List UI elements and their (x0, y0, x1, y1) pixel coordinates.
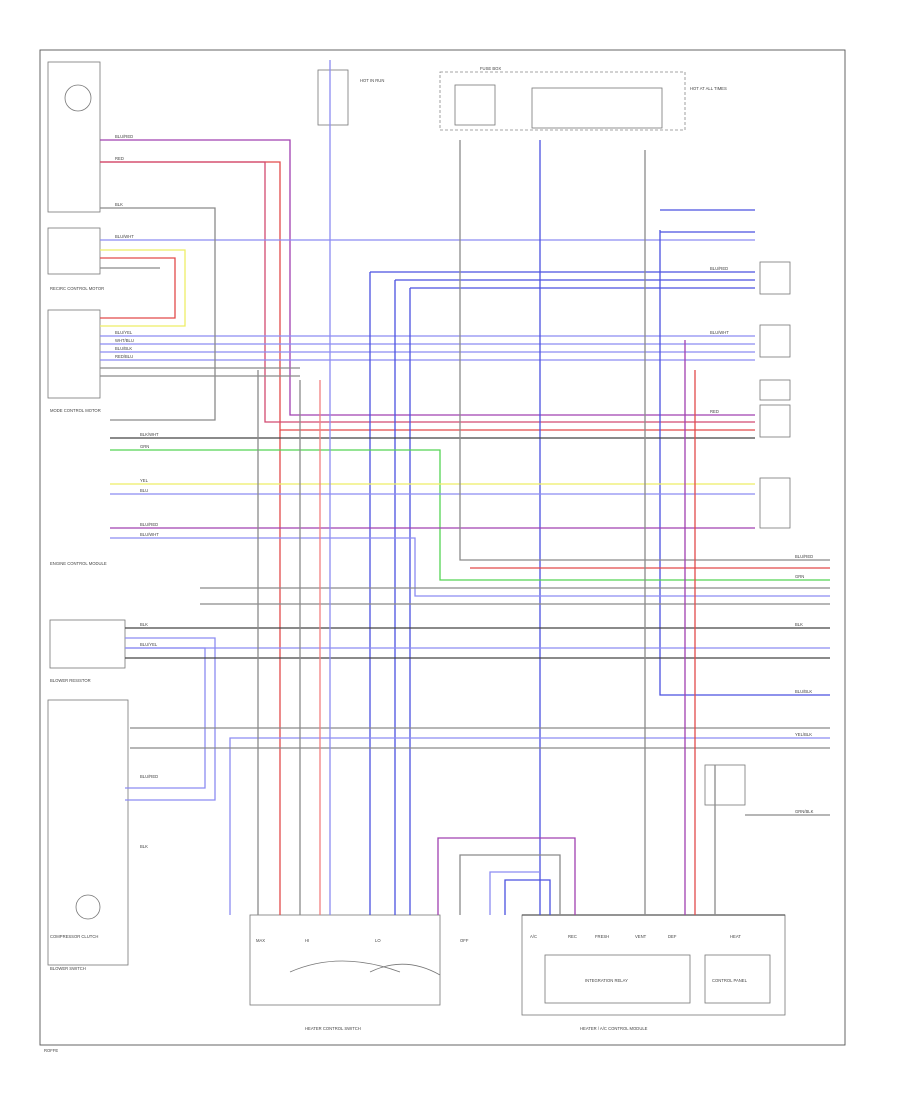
pin-fresh: FRESH (595, 934, 609, 939)
label-hot-at-all-times: HOT AT ALL TIMES (690, 86, 727, 91)
wl-4: BLU/WHT (115, 234, 134, 239)
wl-18: BLK (140, 844, 148, 849)
wl-16: BLU/YEL (140, 642, 158, 647)
diagram-frame (39, 49, 846, 1046)
label-engine-control-module: ENGINE CONTROL MODULE (50, 561, 107, 566)
wires (100, 60, 830, 915)
wire-bottom-gray-loop (459, 854, 561, 915)
right-connector-3 (759, 379, 791, 401)
pin-def: DEF (668, 934, 677, 939)
wl-9: BLK/WHT (140, 432, 159, 437)
wire-ecm-green (110, 449, 830, 581)
mode-control-motor-box (47, 309, 101, 399)
right-connector-1 (759, 261, 791, 295)
label-control-panel: CONTROL PANEL (712, 978, 748, 983)
wl-8: RED/BLU (115, 354, 133, 359)
wl-25: BLU/BLK (795, 689, 812, 694)
right-relay-box (704, 764, 746, 806)
wl-13: BLU/RED (140, 522, 158, 527)
wl-15: BLK (140, 622, 148, 627)
wl-24: BLK (795, 622, 803, 627)
integration-relay-box (544, 954, 691, 1004)
heater-switch-arc (289, 960, 401, 973)
blower-resistor-box (49, 619, 126, 669)
wl-14: BLU/WHT (140, 532, 159, 537)
wl-5: BLU/YEL (115, 330, 133, 335)
right-connector-4 (759, 404, 791, 438)
wl-10: GRN (140, 444, 149, 449)
wl-21: RED (710, 409, 719, 414)
wire-violet-top (100, 139, 755, 416)
wire-dark-blue-right (659, 230, 830, 696)
wire-blower-switch-blue (229, 737, 830, 915)
recirc-control-motor-box (47, 227, 101, 275)
wire-red-ecm (100, 161, 755, 423)
wire-ecm-blue-2 (110, 537, 830, 597)
wire-yellow-recirc (100, 249, 186, 327)
pin-rec: REC (568, 934, 577, 939)
wire-bottom-blue-loop (504, 879, 551, 915)
fuse-block-right (531, 87, 663, 129)
fuse-block-left (454, 84, 496, 126)
label-mode-control-motor: MODE CONTROL MOTOR (50, 408, 101, 413)
label-hot-in-run: HOT IN RUN (360, 78, 384, 83)
wl-17: BLU/RED (140, 774, 158, 779)
wire-bottom-violet-loop (437, 837, 576, 915)
wire-red-recirc (100, 257, 176, 319)
wire-resistor-2 (125, 637, 216, 801)
label-fuse-box: FUSE BOX (480, 66, 501, 71)
wl-19: BLU/RED (710, 266, 728, 271)
control-panel-box (704, 954, 771, 1004)
blower-switch-box (47, 699, 129, 966)
control-module-box (521, 914, 786, 1016)
blower-motor-symbol (64, 84, 92, 112)
label-heater-control-switch: HEATER CONTROL SWITCH (305, 1026, 361, 1031)
pin-hi: HI (305, 938, 309, 943)
blower-motor-box (47, 61, 101, 213)
top-center-fuse (317, 69, 349, 126)
right-connector-2 (759, 324, 791, 358)
wl-12: BLU (140, 488, 148, 493)
wire-red-top (100, 161, 755, 431)
pin-vent: VENT (635, 934, 647, 939)
pin-lo: LO (375, 938, 381, 943)
compressor-clutch-symbol (75, 894, 101, 920)
label-compressor-clutch: COMPRESSOR CLUTCH (50, 934, 98, 939)
pin-max: MAX (256, 938, 265, 943)
wire-bottom-blue-loop-2 (489, 871, 540, 915)
wl-26: YEL/BLK (795, 732, 812, 737)
wire-red-right-lower (459, 140, 830, 561)
wl-2: RED (115, 156, 124, 161)
wl-20: BLU/WHT (710, 330, 729, 335)
label-blower-switch: BLOWER SWITCH (50, 966, 86, 971)
heater-switch-arc-2 (369, 963, 441, 976)
wire-top-ground (100, 207, 216, 421)
pin-heat: HEAT (730, 934, 741, 939)
wl-27: GRN/BLK (795, 809, 814, 814)
label-recirc-control-motor: RECIRC CONTROL MOTOR (50, 286, 104, 291)
wire-resistor-3 (125, 647, 206, 789)
pin-ac: A/C (530, 934, 537, 939)
label-corner-note: ROFFE (44, 1048, 58, 1053)
wl-6: WHT/BLU (115, 338, 134, 343)
wl-11: YEL (140, 478, 149, 483)
wl-22: BLU/RED (795, 554, 813, 559)
heater-control-switch-box (249, 914, 441, 1006)
fuse-box (439, 71, 686, 131)
wl-1: BLU/RED (115, 134, 133, 139)
wl-23: GRN (795, 574, 804, 579)
wl-7: BLU/BLK (115, 346, 132, 351)
label-module-caption: HEATER / A/C CONTROL MODULE (580, 1026, 648, 1031)
right-connector-5 (759, 477, 791, 529)
wl-3: BLK (115, 202, 123, 207)
label-integration-relay: INTEGRATION RELAY (585, 978, 628, 983)
label-blower-resistor: BLOWER RESISTOR (50, 678, 91, 683)
pin-off: OFF (460, 938, 469, 943)
